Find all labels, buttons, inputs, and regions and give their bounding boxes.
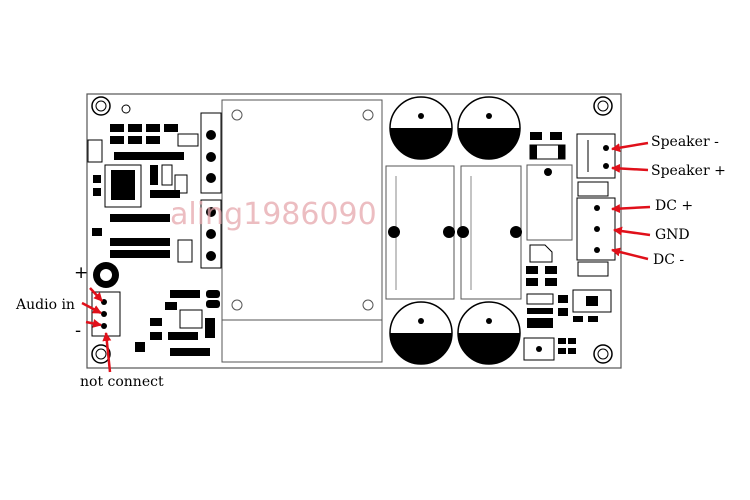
arrow-not-connect <box>102 332 112 373</box>
heatsink-block <box>221 99 383 363</box>
watermark-text: aling1986090 <box>170 197 377 232</box>
label-plus-sign: + <box>74 263 88 283</box>
arrow-gnd <box>613 226 651 237</box>
mounting-holes <box>91 96 613 364</box>
label-gnd: GND <box>655 227 690 243</box>
arrow-audio-plus <box>89 287 103 302</box>
arrow-dc-plus <box>611 204 651 214</box>
relay-block <box>526 132 609 241</box>
upper-left-smd <box>87 104 199 263</box>
label-speaker-minus: Speaker - <box>651 134 719 150</box>
label-minus-sign: - <box>75 321 81 341</box>
filter-capacitors <box>389 96 521 365</box>
arrow-speaker-minus <box>611 141 649 153</box>
label-not-connect: not connect <box>80 374 164 390</box>
input-jack <box>91 262 121 337</box>
label-speaker-plus: Speaker + <box>651 163 726 179</box>
arrow-audio-mid <box>81 301 102 315</box>
lower-mid-smd <box>135 290 220 356</box>
power-transistors <box>200 112 222 269</box>
label-audio-in: Audio in <box>15 297 75 313</box>
output-terminals <box>576 133 616 277</box>
annotation-arrows <box>81 141 651 373</box>
label-dc-minus: DC - <box>653 252 684 268</box>
lower-right-smd <box>523 244 612 361</box>
arrow-dc-minus <box>611 247 649 261</box>
label-dc-plus: DC + <box>655 198 693 214</box>
arrow-speaker-plus <box>611 163 649 173</box>
film-capacitors <box>385 165 522 300</box>
arrow-audio-minus <box>85 319 102 328</box>
